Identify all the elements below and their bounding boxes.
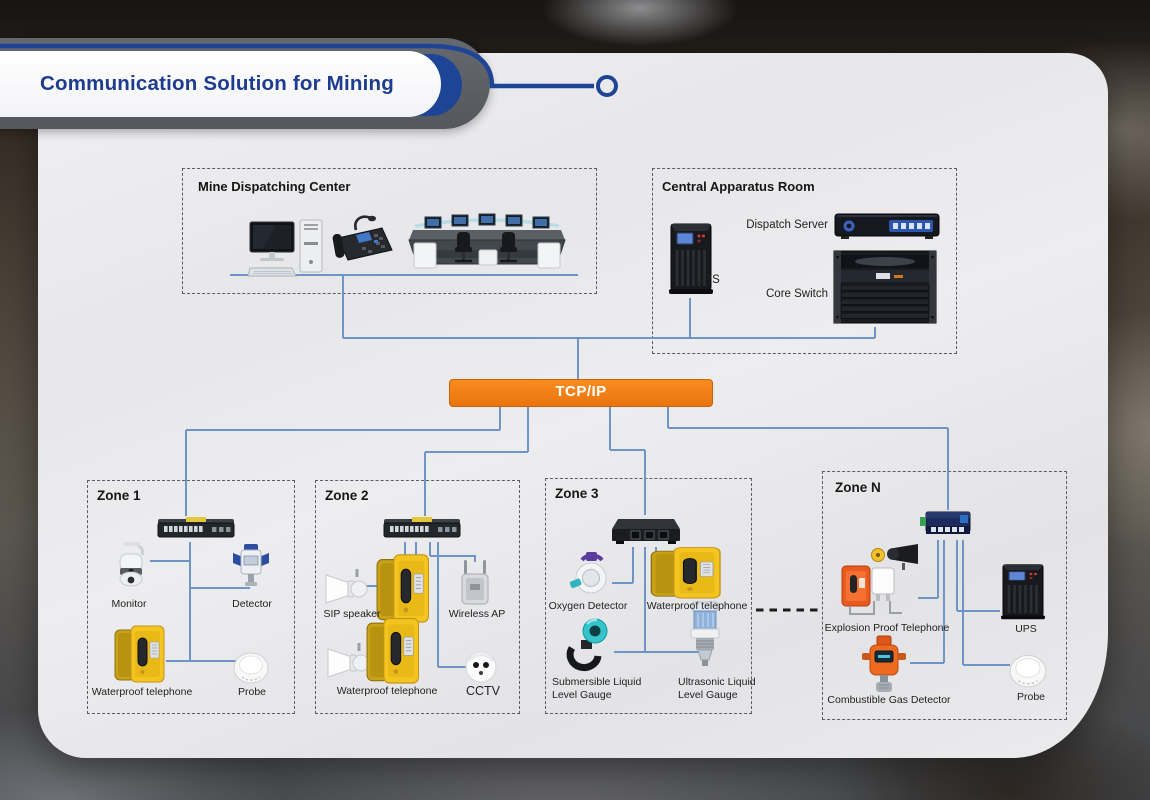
wireless-ap-label: Wireless AP: [448, 608, 506, 620]
oxygen-detector-label: Oxygen Detector: [548, 600, 628, 612]
cctv-label: CCTV: [465, 684, 501, 698]
zone-n-box: [822, 471, 1067, 720]
probe-label: Probe: [237, 686, 267, 698]
zone-1-box: [87, 480, 295, 714]
ups-label: UPS: [1015, 623, 1037, 635]
waterproof-telephone-label: Waterproof telephone: [646, 600, 748, 612]
core-switch-label: Core Switch: [766, 288, 828, 300]
detector-label: Detector: [232, 598, 272, 610]
submersible-gauge-label: Submersible Liquid Level Gauge: [552, 676, 642, 701]
ups-label: UPS: [696, 274, 720, 286]
dispatch-server-label: Dispatch Server: [746, 219, 828, 231]
monitor-label: Monitor: [111, 598, 147, 610]
central-apparatus-room-title: Central Apparatus Room: [662, 179, 815, 194]
zone-2-title: Zone 2: [325, 488, 369, 503]
probe-label: Probe: [1016, 691, 1046, 703]
explosion-proof-telephone-label: Explosion Proof Telephone: [824, 622, 950, 634]
zone-3-box: [545, 478, 752, 714]
sip-speaker-label: SIP speaker: [323, 608, 381, 620]
waterproof-telephone-label: Waterproof telephone: [91, 686, 193, 698]
tcpip-backbone: TCP/IP: [449, 379, 713, 407]
zone-n-title: Zone N: [835, 480, 881, 495]
zone-1-title: Zone 1: [97, 488, 141, 503]
waterproof-telephone-label: Waterproof telephone: [336, 685, 438, 697]
zone-2-box: [315, 480, 520, 714]
page-title: Communication Solution for Mining: [40, 72, 394, 95]
combustible-gas-detector-label: Combustible Gas Detector: [827, 694, 951, 706]
ultrasonic-gauge-label: Ultrasonic Liquid Level Gauge: [678, 676, 756, 701]
zone-3-title: Zone 3: [555, 486, 599, 501]
central-apparatus-room-box: [652, 168, 957, 354]
mine-dispatching-center-title: Mine Dispatching Center: [198, 179, 351, 194]
